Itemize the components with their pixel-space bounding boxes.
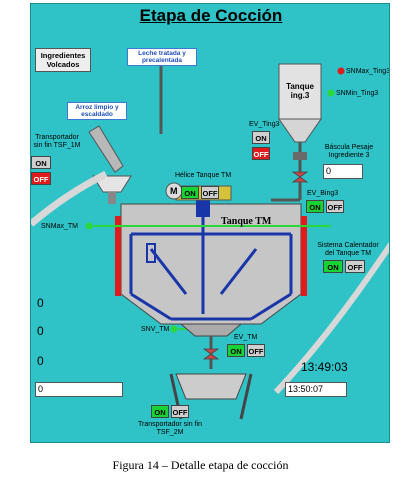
helice-motor-label: M (170, 186, 178, 196)
ingredient-tank-cone (278, 118, 322, 143)
ev-bing3-label: EV_Bing3 (307, 190, 339, 197)
snv-tm-icon (170, 325, 178, 333)
snmax-ting3-label: SNMax_Ting3 (346, 68, 390, 75)
heater-right (301, 216, 307, 296)
ev-tm-off-button[interactable]: OFF (247, 344, 265, 357)
ev-tm-on-button[interactable]: ON (227, 344, 245, 357)
transportador-2-on-button[interactable]: ON (151, 405, 169, 418)
time-field[interactable]: 13:50:07 (285, 382, 347, 397)
stirrer-shaft (196, 199, 210, 217)
tanque-ing-label: Tanque ing.3 (286, 82, 314, 100)
bascula-value-field[interactable]: 0 (323, 164, 363, 179)
ev-ting3-off-button[interactable]: OFF (252, 147, 270, 160)
rice-chute (88, 125, 124, 173)
bascula-label: Báscula Pesaje Ingrediente 3 (324, 144, 374, 159)
ev-ting3-on-button[interactable]: ON (252, 131, 270, 144)
ingredientes-button[interactable]: Ingredientes Volcados (35, 48, 91, 72)
helice-on-button[interactable]: ON (181, 186, 199, 199)
tank-outlet (179, 323, 243, 337)
readout-3: 0 (37, 354, 44, 368)
transportador-1-off-button[interactable]: OFF (31, 172, 51, 185)
ev-bing3-off-button[interactable]: OFF (326, 200, 344, 213)
temp-sensor (146, 243, 156, 263)
readout-2: 0 (37, 324, 44, 338)
current-time: 13:49:03 (301, 360, 348, 374)
snv-tm-label: SNV_TM (141, 326, 170, 333)
ev-ting3-label: EV_Ting3 (249, 121, 280, 128)
stirrer (129, 199, 293, 321)
snmin-ting3-icon (327, 89, 335, 97)
snmin-ting3-label: SNMin_Ting3 (336, 90, 379, 97)
ev-bing3-valve (291, 171, 309, 183)
conveyor-1 (31, 170, 108, 227)
bottom-input-field[interactable]: 0 (35, 382, 123, 397)
helice-off-button[interactable]: OFF (201, 186, 219, 199)
page-title: Etapa de Cocción (139, 6, 283, 25)
arroz-label: Arroz limpio y escaldado (67, 102, 127, 120)
hmi-panel: Etapa de Cocción Ingredientes Volcados L… (30, 3, 390, 443)
leche-label: Leche tratada y precalentada (127, 48, 197, 66)
transportador-1-on-button[interactable]: ON (31, 156, 51, 169)
snmax-ting3-icon (337, 67, 345, 75)
readout-1: 0 (37, 296, 44, 310)
ev-bing3-on-button[interactable]: ON (306, 200, 324, 213)
hopper-neck (108, 192, 116, 204)
calentador-label: Sistema Calentador del Tanque TM (317, 242, 379, 257)
heater-left (115, 216, 121, 296)
transportador-2-label: Transportador sin fin TSF_2M (138, 421, 202, 436)
snmax-tm-label: SNMax_TM (41, 223, 78, 230)
figure-caption: Figura 14 – Detalle etapa de cocción (112, 458, 289, 472)
tanque-tm-label: Tanque TM (221, 216, 272, 227)
ev-tm-valve (202, 348, 220, 360)
calentador-off-button[interactable]: OFF (345, 260, 365, 273)
snmax-tm-icon (85, 222, 93, 230)
conveyor-2-right (273, 242, 389, 395)
hopper (92, 175, 132, 193)
calentador-on-button[interactable]: ON (323, 260, 343, 273)
bottom-hopper (175, 373, 247, 400)
transportador-1-label: Transportador sin fin TSF_1M (33, 134, 81, 149)
transportador-2-off-button[interactable]: OFF (171, 405, 189, 418)
bascula-box (293, 152, 307, 160)
ev-tm-label: EV_TM (234, 334, 258, 341)
helice-label: Hélice Tanque TM (175, 172, 232, 179)
